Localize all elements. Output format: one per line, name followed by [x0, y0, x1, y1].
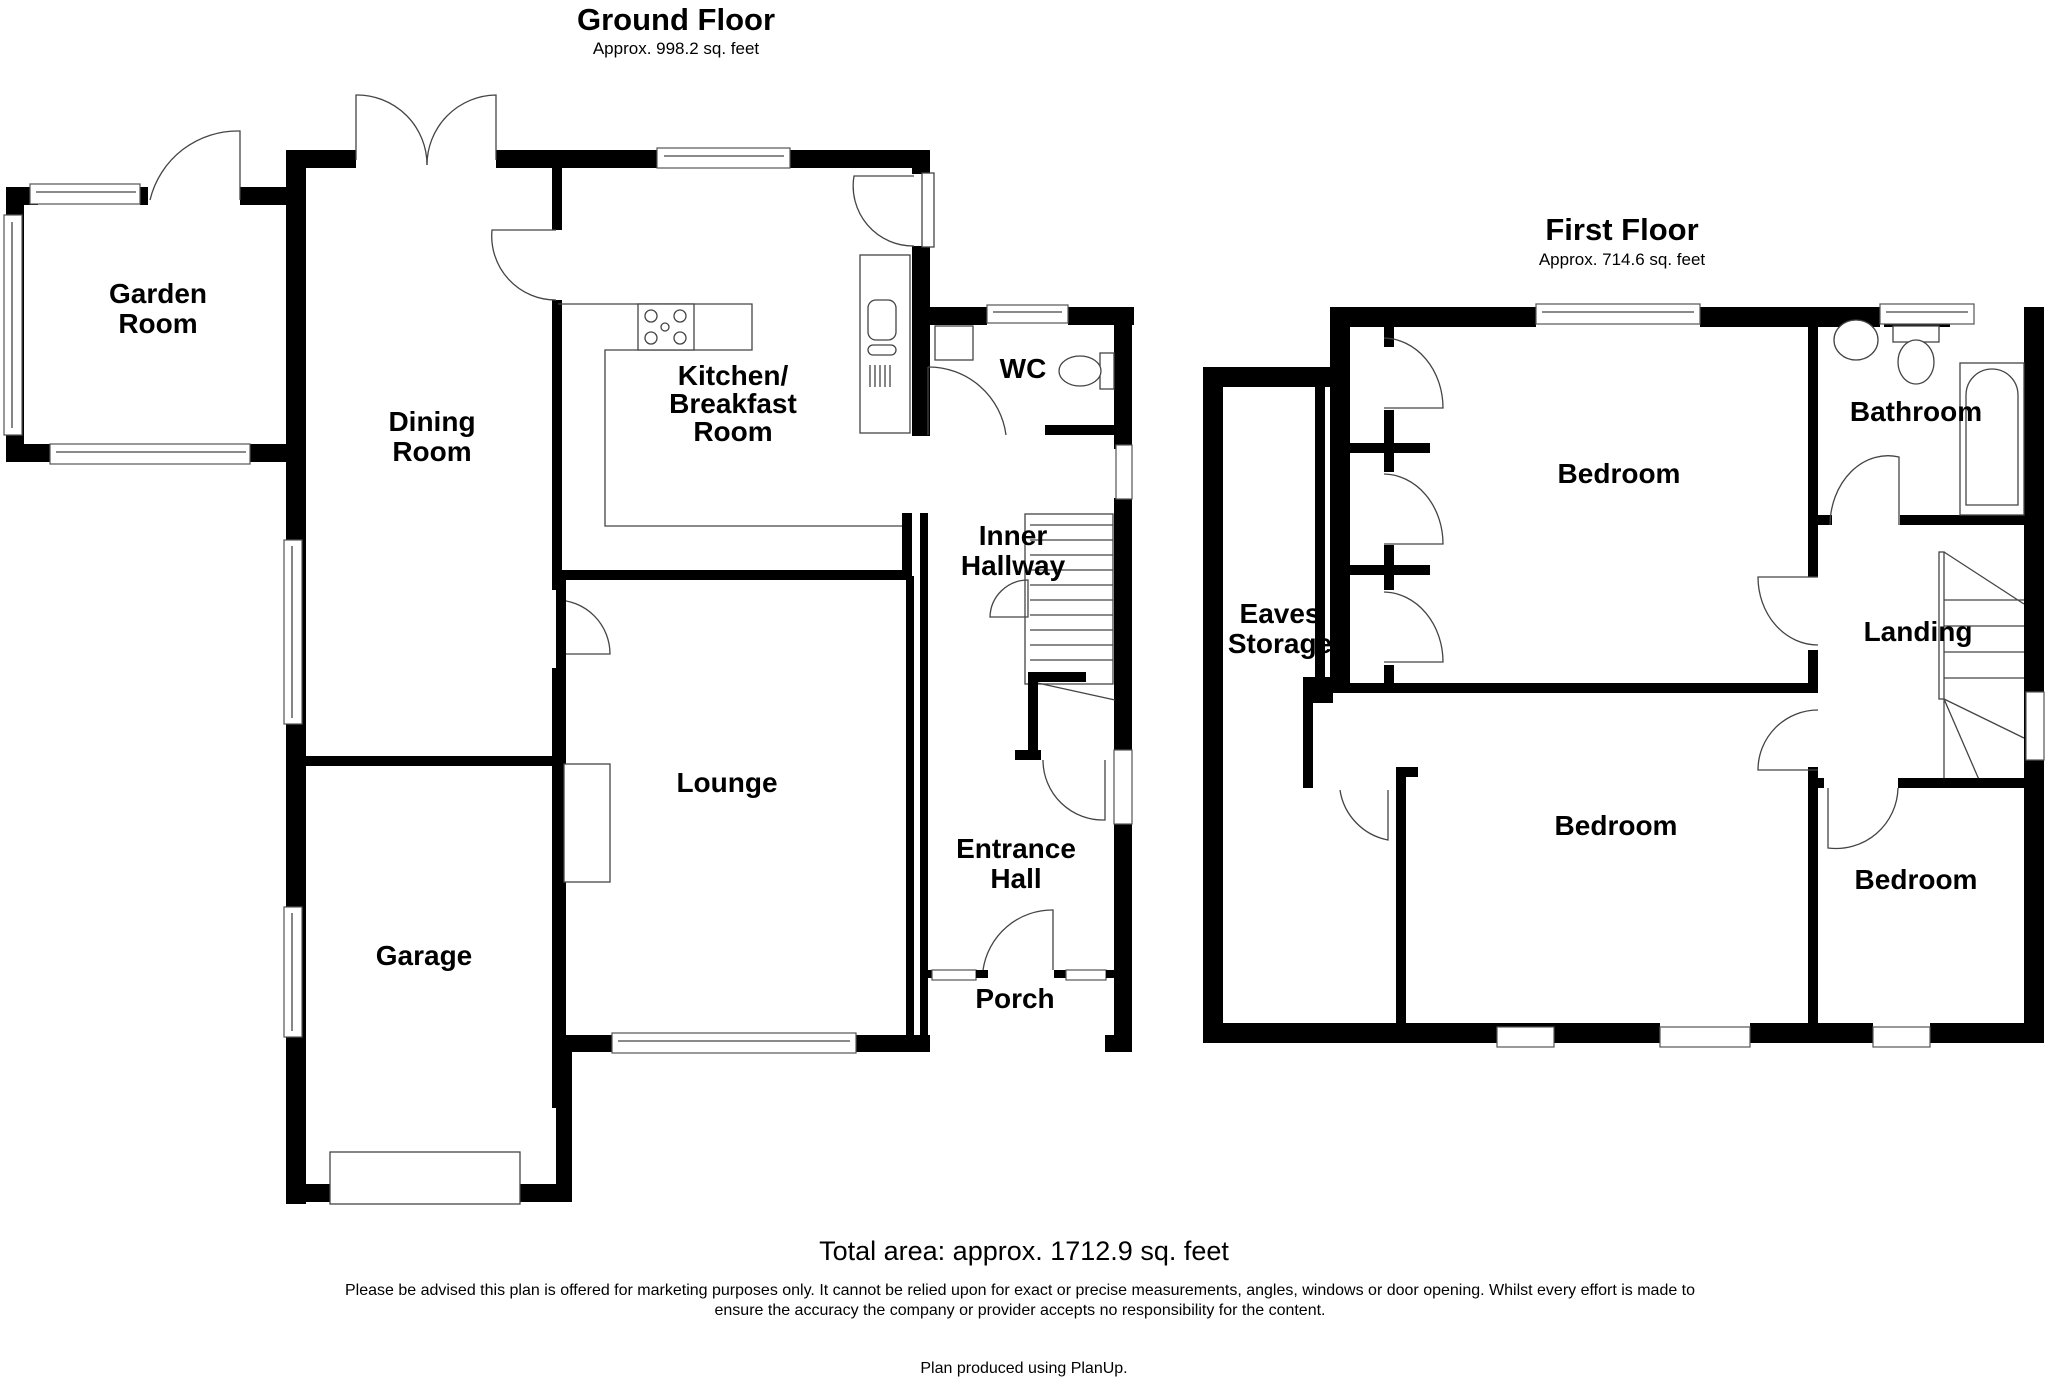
ground-floor-plan: Garden Room Dining Room — [3, 94, 1134, 1205]
disclaimer: Please be advised this plan is offered f… — [344, 1282, 1696, 1319]
window — [29, 183, 141, 205]
wardrobe-door — [1383, 337, 1444, 409]
first-floor-plan: Eaves Storage Bedroom Bathroom — [1203, 303, 2045, 1048]
cistern — [1099, 352, 1115, 390]
first-floor-area: Approx. 714.6 sq. feet — [1538, 250, 1706, 269]
worktop — [859, 254, 911, 434]
ground-floor-title: Ground Floor — [576, 2, 776, 37]
garage: Garage — [283, 766, 572, 1205]
door-swing — [852, 175, 915, 247]
garden-room: Garden Room — [3, 130, 290, 465]
room-label-entrance-hall-2: Hall — [990, 863, 1041, 894]
window — [1535, 303, 1701, 325]
door-swing — [927, 366, 1007, 436]
door-swing — [491, 229, 557, 301]
room-label-lounge: Lounge — [676, 767, 777, 798]
door-swing — [1339, 789, 1389, 841]
total-area: Total area: approx. 1712.9 sq. feet — [819, 1236, 1229, 1266]
door-swing — [555, 599, 611, 655]
toilet-icon — [1897, 339, 1935, 385]
room-label-landing: Landing — [1864, 616, 1973, 647]
sink-icon — [867, 299, 897, 341]
first-floor-title: First Floor — [1545, 212, 1699, 247]
room-label-kitchen-2: Breakfast — [669, 388, 797, 419]
toilet-icon — [1058, 355, 1102, 387]
window — [986, 304, 1069, 324]
door-swing — [1042, 759, 1106, 821]
window — [931, 969, 977, 981]
french-door-left — [355, 94, 428, 166]
window — [1879, 303, 1975, 325]
basin-icon — [1833, 319, 1879, 361]
fireplace — [563, 763, 611, 883]
room-label-dining-room: Dining — [388, 406, 475, 437]
room-label-eaves-storage: Eaves — [1240, 598, 1321, 629]
room-label-bedroom-3: Bedroom — [1855, 864, 1978, 895]
door-swing — [1829, 455, 1900, 526]
basin-icon — [934, 325, 974, 361]
wc: WC — [912, 304, 1134, 1052]
room-label-bedroom-1: Bedroom — [1558, 458, 1681, 489]
room-label-inner-hallway: Inner — [979, 520, 1048, 551]
room-label-dining-room-2: Room — [392, 436, 471, 467]
room-label-inner-hallway-2: Hallway — [961, 550, 1066, 581]
window — [3, 214, 23, 436]
garage-door — [329, 1151, 521, 1205]
window — [283, 539, 303, 725]
window — [1113, 749, 1133, 825]
door-swing — [1757, 576, 1819, 646]
room-label-bedroom-2: Bedroom — [1555, 810, 1678, 841]
room-label-wc: WC — [1000, 353, 1047, 384]
stair-break-line — [1032, 681, 1116, 701]
window — [611, 1032, 857, 1054]
staircase — [1943, 551, 2025, 783]
window — [656, 147, 791, 169]
window — [1496, 1026, 1555, 1048]
window — [1872, 1026, 1931, 1048]
front-door-swing — [982, 909, 1054, 971]
window — [283, 906, 303, 1038]
window — [1115, 444, 1133, 500]
door-swing — [1757, 709, 1819, 771]
hallway-area: Inner Hallway Entrance Hall Porch — [920, 513, 1133, 1052]
room-label-garden-room-2: Room — [118, 308, 197, 339]
window — [49, 443, 251, 465]
door-swing — [989, 579, 1029, 618]
room-label-bathroom: Bathroom — [1850, 396, 1982, 427]
hob-icon — [637, 303, 695, 351]
kitchen-breakfast-room: Kitchen/ Breakfast Room — [556, 147, 935, 580]
door-swing — [149, 130, 241, 201]
room-label-garage: Garage — [376, 940, 473, 971]
room-label-garden-room: Garden — [109, 278, 207, 309]
room-label-porch: Porch — [975, 983, 1054, 1014]
plan-credit: Plan produced using PlanUp. — [920, 1360, 1128, 1377]
bath-icon — [1959, 362, 2025, 516]
door-swing — [1827, 787, 1899, 850]
room-label-kitchen-3: Room — [693, 416, 772, 447]
lounge: Lounge — [556, 576, 930, 1054]
window — [2025, 691, 2045, 761]
wardrobe-door — [1383, 473, 1444, 545]
room-label-kitchen: Kitchen/ — [678, 360, 789, 391]
room-label-eaves-storage-2: Storage — [1228, 628, 1332, 659]
room-label-entrance-hall: Entrance — [956, 833, 1076, 864]
ground-floor-area: Approx. 998.2 sq. feet — [592, 39, 760, 58]
wardrobe-door — [1383, 591, 1444, 663]
window — [1065, 969, 1107, 981]
french-door-right — [426, 94, 497, 166]
window — [1659, 1026, 1751, 1048]
